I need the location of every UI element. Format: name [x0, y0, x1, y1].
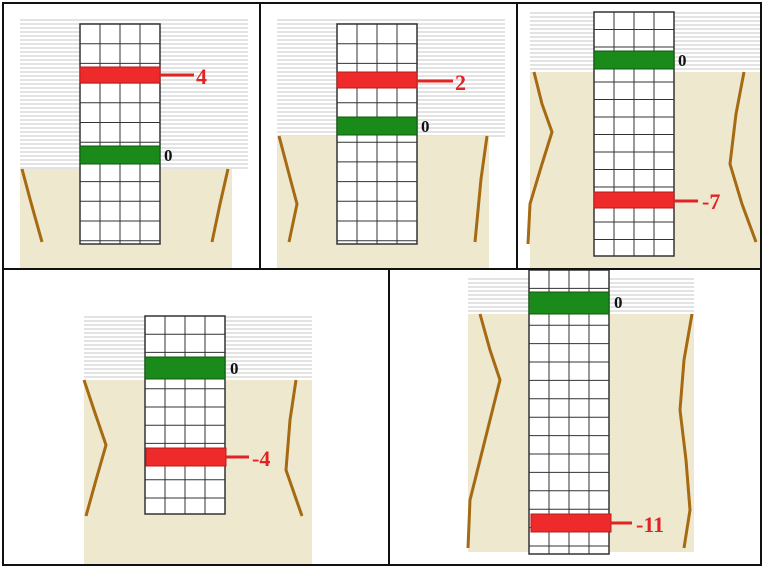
value-label: 2 — [455, 70, 466, 95]
value-marker — [146, 448, 226, 466]
value-label: -4 — [252, 446, 270, 471]
column-grid — [594, 12, 674, 256]
panel-3: 0 -7 — [516, 2, 762, 270]
thermometer-scene-3: 0 -7 — [518, 4, 762, 270]
thermometer-scene-4: 0 -4 — [4, 270, 390, 566]
value-label: -7 — [702, 189, 720, 214]
panel-4: 0 -4 — [2, 268, 390, 566]
zero-label: 0 — [421, 117, 430, 136]
panel-2: 0 2 — [259, 2, 518, 270]
panel-1: 0 4 — [2, 2, 261, 270]
column-grid — [80, 24, 160, 244]
zero-marker — [80, 146, 160, 164]
zero-label: 0 — [164, 146, 173, 165]
value-marker — [337, 72, 417, 88]
value-marker — [80, 67, 160, 83]
zero-marker — [529, 292, 609, 314]
zero-marker — [145, 357, 225, 379]
value-label: -11 — [636, 512, 664, 537]
panel-5: 0 -11 — [388, 268, 762, 566]
zero-label: 0 — [614, 293, 623, 312]
thermometer-scene-1: 0 4 — [4, 4, 261, 270]
zero-marker — [594, 51, 674, 69]
zero-label: 0 — [230, 359, 239, 378]
thermometer-scene-2: 0 2 — [261, 4, 518, 270]
value-marker — [531, 514, 611, 532]
thermometer-scene-5: 0 -11 — [390, 270, 762, 566]
column-grid — [145, 316, 225, 514]
zero-marker — [337, 117, 417, 135]
value-label: 4 — [196, 64, 207, 89]
zero-label: 0 — [678, 51, 687, 70]
value-marker — [594, 192, 674, 208]
